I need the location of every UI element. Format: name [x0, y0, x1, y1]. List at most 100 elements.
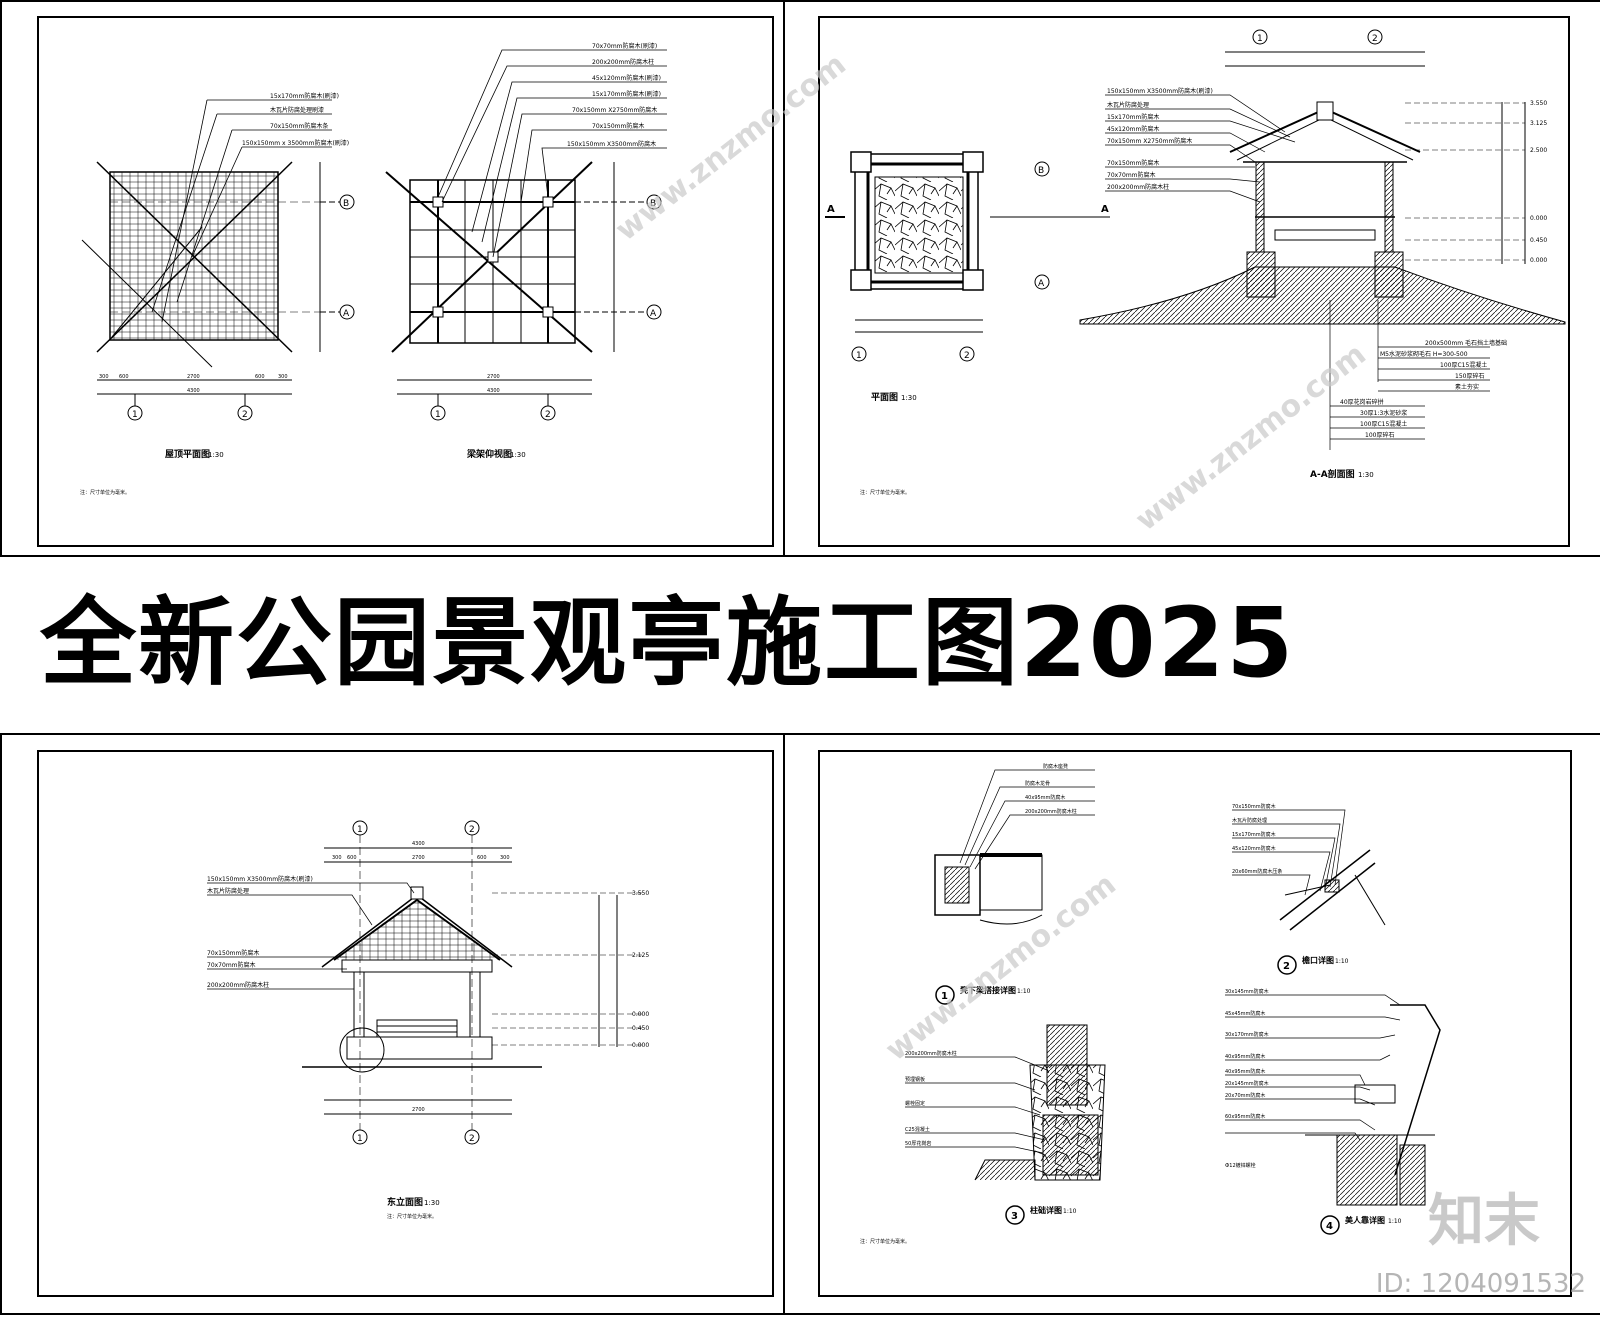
d4-callout-6: 20x145mm防腐木: [1225, 1080, 1269, 1087]
section-drawings: A A 1 2 B A 平面图 1:30: [825, 29, 1566, 496]
detail-2-scale: 1:10: [1335, 958, 1349, 965]
elevation-scale: 1:30: [424, 1199, 440, 1207]
d3-callout-4: C25混凝土: [905, 1126, 930, 1133]
dim-2700: 2700: [187, 374, 200, 380]
elev-mark-1: 3.550: [632, 890, 649, 897]
watermark-brand: 知末: [1428, 1189, 1540, 1254]
d1-callout-1: 防腐木座凳: [1043, 763, 1068, 770]
axis-b-beam: B: [650, 199, 656, 209]
d2-callout-2: 木瓦片防腐处理: [1232, 817, 1267, 824]
detail-3-number: 3: [1011, 1211, 1018, 1222]
pave-layer-4: 100厚碎石: [1365, 431, 1394, 439]
detail-1: 防腐木座凳 防腐木龙骨 40x95mm防腐木 200x200mm防腐木柱 1 凳…: [934, 763, 1095, 1005]
elev-callout-1: 150x150mm X3500mm防腐木(刷漆): [207, 875, 313, 883]
axis-b-roof: B: [343, 199, 349, 209]
d4-callout-9: Ф12镀锌螺栓: [1225, 1162, 1256, 1169]
pave-layer-2: 30厚1:3水泥砂浆: [1360, 409, 1407, 417]
section-callout-6: 70x150mm防腐木: [1107, 159, 1159, 167]
elev-callout-2: 木瓦片防腐处理: [207, 887, 249, 895]
beam-plan: 70x70mm防腐木(刷漆) 200x200mm防腐木柱 45x120mm防腐木…: [385, 42, 667, 460]
detail-3: 200x200mm防腐木柱 预埋钢板 螺栓固定 C25混凝土 50厚花岗岩 3 …: [905, 1024, 1106, 1225]
d3-callout-3: 螺栓固定: [905, 1100, 925, 1107]
d4-callout-1: 30x145mm防腐木: [1225, 988, 1269, 995]
elev-callout-4: 70x70mm防腐木: [207, 961, 256, 969]
section-callout-3: 15x170mm防腐木: [1107, 113, 1159, 121]
dim-total: 4300: [187, 388, 200, 394]
beam-callout-2: 200x200mm防腐木柱: [592, 58, 654, 66]
d4-callout-2: 45x45mm防腐木: [1225, 1010, 1265, 1017]
beam-callout-3: 45x120mm防腐木(刷漆): [592, 74, 661, 82]
detail-3-title: 柱础详图: [1030, 1205, 1062, 1215]
detail-3-scale: 1:10: [1063, 1208, 1077, 1215]
dim-total-beam: 4300: [487, 388, 500, 394]
section-scale: 1:30: [1358, 471, 1374, 479]
sheet-inner-frame: [37, 750, 774, 1297]
axis-1-section: 1: [1257, 34, 1263, 44]
beam-callout-5: 70x150mm X2750mm防腐木: [572, 106, 657, 114]
elev-dim-600-b: 600: [477, 855, 487, 861]
detail-2-title: 檐口详图: [1302, 955, 1334, 965]
axis-a-plan: A: [1038, 279, 1045, 289]
elev-dim-2700: 2700: [412, 855, 425, 861]
d1-callout-4: 200x200mm防腐木柱: [1025, 808, 1077, 815]
beam-callout-4: 15x170mm防腐木(刷漆): [592, 90, 661, 98]
detail-1-scale: 1:10: [1017, 988, 1031, 995]
beam-callout-6: 70x150mm防腐木: [592, 122, 644, 130]
drawing-sheet-elevation: 300 600 2700 600 300 4300 2700 1 2 1 2 3…: [0, 733, 787, 1315]
d1-callout-3: 40x95mm防腐木: [1025, 794, 1065, 801]
detail-2: 70x150mm防腐木 木瓦片防腐处理 15x170mm防腐木 45x120mm…: [1232, 803, 1386, 975]
dim-600-a: 600: [119, 374, 129, 380]
pavilion-plan: A A 1 2 B A 平面图 1:30: [825, 151, 1110, 403]
d3-callout-1: 200x200mm防腐木柱: [905, 1050, 957, 1057]
roof-plan: 15x170mm防腐木(刷漆) 木瓦片防腐处理刷漆 70x150mm防腐木条 1…: [81, 92, 355, 460]
elev-mark-5: 0.000: [632, 1042, 649, 1049]
detail-4: 30x145mm防腐木 45x45mm防腐木 30x170mm防腐木 40x95…: [1225, 988, 1441, 1235]
base-layer-2: M5水泥砂浆砌毛石 H=300-500: [1380, 350, 1468, 358]
sheet-inner-frame: [37, 16, 774, 547]
sheet4-note: 注：尺寸单位为毫米。: [860, 1238, 910, 1245]
base-layer-3: 100厚C15混凝土: [1440, 361, 1487, 369]
dim-300-a: 300: [99, 374, 109, 380]
beam-callout-7: 150x150mm X3500mm防腐木: [567, 140, 656, 148]
axis-2-plan: 2: [964, 351, 970, 361]
d4-callout-3: 30x170mm防腐木: [1225, 1031, 1269, 1038]
elev-mark-4: 0.450: [632, 1025, 649, 1032]
section-callout-5: 70x150mm X2750mm防腐木: [1107, 137, 1192, 145]
d1-callout-2: 防腐木龙骨: [1025, 780, 1050, 787]
elev-mark-2: 2.125: [632, 952, 649, 959]
elev-dim-300-a: 300: [332, 855, 342, 861]
elev-0000-b: 0.000: [1530, 257, 1547, 264]
axis-a-roof: A: [343, 309, 350, 319]
d3-callout-5: 50厚花岗岩: [905, 1140, 931, 1147]
pave-layer-1: 40厚花岗岩碎拼: [1340, 398, 1384, 406]
section-callout-7: 70x70mm防腐木: [1107, 171, 1156, 179]
elev-mark-3: 0.000: [632, 1011, 649, 1018]
elev-2500: 2.500: [1530, 147, 1547, 154]
elev-dim-total: 4300: [412, 841, 425, 847]
axis-1-plan: 1: [856, 351, 862, 361]
axis-a-beam: A: [650, 309, 657, 319]
d3-callout-2: 预埋钢板: [905, 1076, 925, 1083]
d2-callout-1: 70x150mm防腐木: [1232, 803, 1276, 810]
east-elevation: 300 600 2700 600 300 4300 2700 1 2 1 2 3…: [207, 820, 649, 1220]
elev-dim-300-b: 300: [500, 855, 510, 861]
axis-1-beam: 1: [435, 410, 441, 420]
elev-3550: 3.550: [1530, 100, 1547, 107]
beam-plan-title: 梁架仰视图: [466, 448, 512, 460]
sheet-inner-frame: [818, 750, 1572, 1297]
elev-3125: 3.125: [1530, 120, 1547, 127]
axis-1-elev: 1: [357, 825, 363, 835]
watermark-id: ID: 1204091532: [1375, 1269, 1586, 1299]
sheet3-note: 注：尺寸单位为毫米。: [387, 1213, 437, 1220]
elev-dim-2700-bottom: 2700: [412, 1107, 425, 1113]
axis-2-beam: 2: [545, 410, 551, 420]
section-mark-left: A: [827, 204, 835, 215]
dim-600-b: 600: [255, 374, 265, 380]
dim-2700-beam: 2700: [487, 374, 500, 380]
beam-plan-scale: 1:30: [510, 451, 526, 459]
beam-callout-1: 70x70mm防腐木(刷漆): [592, 42, 657, 50]
detail-4-title: 美人靠详图: [1345, 1215, 1385, 1225]
d2-callout-3: 15x170mm防腐木: [1232, 831, 1276, 838]
detail-1-number: 1: [941, 991, 948, 1002]
sheet1-note: 注：尺寸单位为毫米。: [80, 489, 130, 496]
